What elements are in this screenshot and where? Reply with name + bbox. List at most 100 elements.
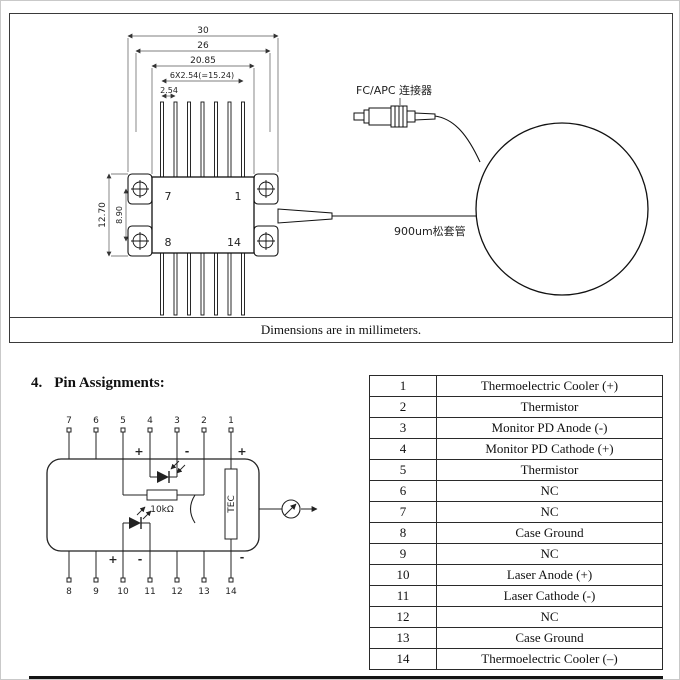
connector-label: FC/APC 连接器 <box>356 84 432 97</box>
table-row: 4 Monitor PD Cathode (+) <box>369 438 663 460</box>
package-pin8-label: 8 <box>165 236 172 249</box>
section-title: Pin Assignments: <box>54 375 165 391</box>
pin-assignment-cell: NC <box>436 543 663 565</box>
table-row: 2 Thermistor <box>369 396 663 418</box>
fc-apc-connector <box>353 105 436 128</box>
pin-number-cell: 4 <box>369 438 437 460</box>
pin-number-cell: 6 <box>369 480 437 502</box>
table-row: 11 Laser Cathode (-) <box>369 585 663 607</box>
dim-pin-pitch: 2.54 <box>160 86 178 95</box>
pin-assignment-cell: Thermoelectric Cooler (–) <box>436 648 663 670</box>
mechanical-drawing: 30 26 20.85 6X2.54(=15.24) 2.54 12.70 8.… <box>98 26 649 316</box>
monitor-photodiode <box>149 459 186 483</box>
pin-schematic: 7 6 5 4 3 2 1 8 9 10 11 12 13 14 <box>29 411 349 616</box>
fiber-boot <box>277 208 333 224</box>
package-pins-bottom <box>160 252 245 316</box>
schematic-top-leads <box>66 427 234 459</box>
pin-assignment-table: 1 Thermoelectric Cooler (+) 2 Thermistor… <box>369 375 663 670</box>
table-row: 13 Case Ground <box>369 627 663 649</box>
pin-number-cell: 10 <box>369 564 437 586</box>
tec-element <box>224 459 238 551</box>
cutoff-next-section-bar <box>29 676 663 679</box>
lens-symbol <box>189 494 196 524</box>
table-row: 1 Thermoelectric Cooler (+) <box>369 375 663 397</box>
package-pin7-label: 7 <box>165 190 172 203</box>
pd-plus-sign: + <box>134 445 143 458</box>
laser-minus-sign: - <box>138 553 143 566</box>
table-row: 5 Thermistor <box>369 459 663 481</box>
pin-number-cell: 3 <box>369 417 437 439</box>
pin-number-cell: 14 <box>369 648 437 670</box>
thermistor-value-label: 10kΩ <box>150 505 174 515</box>
laser-plus-sign: + <box>108 553 117 566</box>
schematic-body <box>46 458 260 552</box>
package-pin14-label: 14 <box>227 236 241 249</box>
pin-number-cell: 13 <box>369 627 437 649</box>
pin-assignment-cell: NC <box>436 501 663 523</box>
pin-number-cell: 7 <box>369 501 437 523</box>
dim-flange-height: 12.70 <box>98 202 108 228</box>
dim-total-width: 30 <box>197 26 209 36</box>
table-row: 6 NC <box>369 480 663 502</box>
tec-minus-sign: - <box>240 551 245 564</box>
fiber-loop <box>475 122 649 296</box>
schematic-bottom-leads <box>66 551 234 583</box>
pin-number-cell: 1 <box>369 375 437 397</box>
pin-assignment-cell: Monitor PD Anode (-) <box>436 417 663 439</box>
pin-number-cell: 11 <box>369 585 437 607</box>
package-pin1-label: 1 <box>235 190 242 203</box>
pin-assignment-cell: Thermistor <box>436 396 663 418</box>
schematic-pin-13: 13 <box>198 587 209 597</box>
pin-number-cell: 9 <box>369 543 437 565</box>
schematic-pin-1: 1 <box>228 416 234 426</box>
laser-diode <box>122 506 152 551</box>
tec-plus-sign: + <box>237 445 246 458</box>
pin-assignment-cell: NC <box>436 480 663 502</box>
dim-pin-span: 6X2.54(=15.24) <box>170 71 234 80</box>
dimensions-note: Dimensions are in millimeters. <box>10 317 672 342</box>
pin-number-cell: 2 <box>369 396 437 418</box>
schematic-pin-11: 11 <box>144 587 155 597</box>
table-row: 12 NC <box>369 606 663 628</box>
table-row: 3 Monitor PD Anode (-) <box>369 417 663 439</box>
tec-label: TEC <box>227 495 237 513</box>
table-row: 10 Laser Anode (+) <box>369 564 663 586</box>
schematic-pin-3: 3 <box>174 416 180 426</box>
dim-body-width: 20.85 <box>190 56 216 66</box>
loose-tube-label: 900um松套管 <box>394 224 466 238</box>
schematic-pin-8: 8 <box>66 587 72 597</box>
schematic-pin-6: 6 <box>93 416 99 426</box>
table-row: 8 Case Ground <box>369 522 663 544</box>
pin-assignment-cell: Case Ground <box>436 522 663 544</box>
pin-assignment-cell: Case Ground <box>436 627 663 649</box>
package-pins-top <box>160 101 245 178</box>
schematic-pin-9: 9 <box>93 587 99 597</box>
connector-fiber <box>434 115 481 163</box>
schematic-pin-7: 7 <box>66 416 72 426</box>
dim-flange-width: 26 <box>197 41 209 51</box>
schematic-pin-2: 2 <box>201 416 207 426</box>
pin-number-cell: 5 <box>369 459 437 481</box>
schematic-pin-5: 5 <box>120 416 126 426</box>
table-row: 14 Thermoelectric Cooler (–) <box>369 648 663 670</box>
pin-schematic-drawing: 7 6 5 4 3 2 1 8 9 10 11 12 13 14 <box>46 416 318 597</box>
schematic-pin-14: 14 <box>225 587 237 597</box>
pin-assignment-cell: NC <box>436 606 663 628</box>
pin-number-cell: 8 <box>369 522 437 544</box>
pd-minus-sign: - <box>185 445 190 458</box>
table-row: 7 NC <box>369 501 663 523</box>
section-heading: 4. Pin Assignments: <box>31 375 165 392</box>
pin-assignment-cell: Monitor PD Cathode (+) <box>436 438 663 460</box>
pin-assignment-cell: Laser Anode (+) <box>436 564 663 586</box>
schematic-pin-4: 4 <box>147 416 153 426</box>
mechanical-drawing-box: 30 26 20.85 6X2.54(=15.24) 2.54 12.70 8.… <box>9 13 673 343</box>
pin-assignment-cell: Thermistor <box>436 459 663 481</box>
fiber-output-symbol <box>259 499 318 519</box>
thermistor <box>122 459 205 501</box>
section-number: 4. <box>31 375 43 391</box>
dimension-lines <box>106 33 279 257</box>
schematic-pin-10: 10 <box>117 587 129 597</box>
dim-hole-spacing: 8.90 <box>115 206 124 224</box>
pin-assignment-cell: Laser Cathode (-) <box>436 585 663 607</box>
